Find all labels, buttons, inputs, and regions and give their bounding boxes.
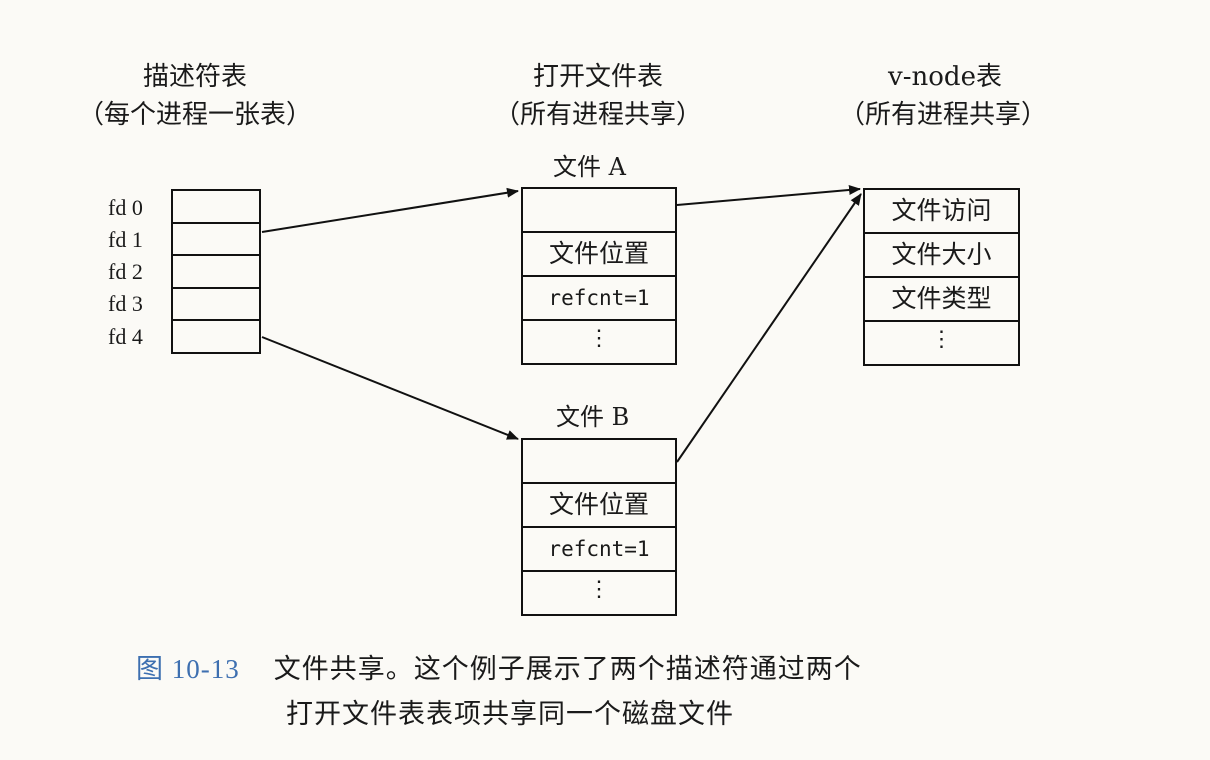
open-file-table-title: 打开文件表 — [532, 62, 663, 92]
vnode-entry: 文件访问 文件大小 文件类型 ⋮ — [863, 188, 1020, 366]
descriptor-cell-0 — [173, 191, 259, 224]
vnode-row-size: 文件大小 — [865, 234, 1018, 278]
file-b-row-more: ⋮ — [588, 577, 610, 602]
open-file-table-subtitle: （所有进程共享） — [493, 100, 702, 130]
file-a-row-refcnt: refcnt=1 — [523, 277, 675, 321]
file-a-row-position: 文件位置 — [523, 233, 675, 277]
arrow-file-b-to-vnode — [676, 193, 862, 463]
caption-line-2: 打开文件表表项共享同一个磁盘文件 — [286, 699, 734, 730]
fd-label-1: fd 1 — [108, 227, 143, 252]
vnode-row-more: ⋮ — [930, 327, 953, 352]
descriptor-table-subtitle: （每个进程一张表） — [77, 100, 312, 130]
file-b-row-position: 文件位置 — [523, 484, 675, 528]
figure-number: 图 10-13 — [136, 654, 240, 684]
fd-label-0: fd 0 — [108, 195, 143, 220]
file-b-row-refcnt: refcnt=1 — [523, 528, 675, 572]
file-b-row-pointer — [523, 440, 675, 484]
descriptor-table-title: 描述符表 — [142, 62, 247, 92]
file-b-entry: 文件位置 refcnt=1 ⋮ — [521, 438, 677, 616]
fd-label-3: fd 3 — [108, 291, 143, 316]
descriptor-cell-3 — [173, 289, 259, 321]
file-a-entry: 文件位置 refcnt=1 ⋮ — [521, 187, 677, 365]
fd-label-2: fd 2 — [108, 259, 143, 284]
file-b-label: 文件 B — [556, 403, 630, 431]
file-a-row-pointer — [523, 189, 675, 233]
descriptor-cell-4 — [173, 321, 259, 352]
vnode-table-title: v-node表 — [888, 62, 1002, 92]
file-a-row-more: ⋮ — [588, 326, 610, 351]
arrow-file-a-to-vnode — [676, 184, 861, 206]
arrow-fd1-to-file-a — [261, 187, 519, 233]
descriptor-cell-2 — [173, 256, 259, 289]
vnode-table-subtitle: （所有进程共享） — [838, 100, 1047, 130]
file-a-label: 文件 A — [553, 153, 626, 181]
caption-line-1: 文件共享。这个例子展示了两个描述符通过两个 — [273, 654, 862, 685]
descriptor-table — [171, 189, 261, 354]
figure-caption: 图 10-13 文件共享。这个例子展示了两个描述符通过两个 — [136, 646, 862, 693]
arrow-fd4-to-file-b — [261, 336, 519, 440]
descriptor-cell-1 — [173, 224, 259, 256]
vnode-row-access: 文件访问 — [865, 190, 1018, 234]
fd-label-4: fd 4 — [108, 324, 143, 349]
vnode-row-type: 文件类型 — [865, 278, 1018, 322]
